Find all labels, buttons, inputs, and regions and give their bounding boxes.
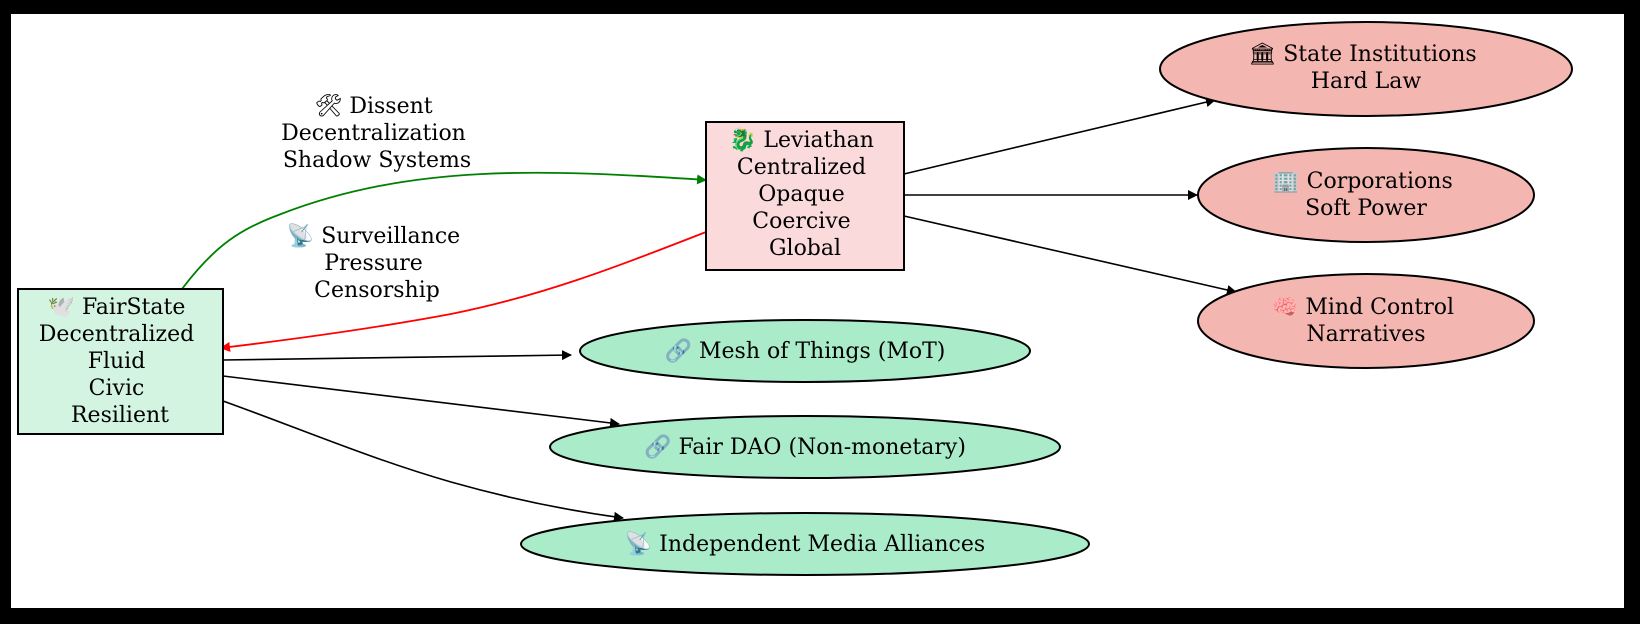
svg-text:🔗 Mesh of Things (MoT): 🔗 Mesh of Things (MoT) bbox=[665, 337, 946, 364]
edge-fairstate-mesh bbox=[222, 350, 572, 361]
edge-label-surveillance: 📡 Surveillance Pressure Censorship bbox=[287, 221, 467, 303]
edge-surveillance bbox=[220, 231, 707, 352]
diagram-canvas: 🛠 Dissent Decentralization Shadow System… bbox=[11, 14, 1624, 608]
node-mesh-of-things: 🔗 Mesh of Things (MoT) bbox=[579, 319, 1031, 383]
svg-text:🐉 Leviathan Centralized: 🐉 Leviathan Centralized Opaque Coercive … bbox=[729, 127, 881, 261]
node-leviathan: 🐉 Leviathan Centralized Opaque Coercive … bbox=[705, 121, 905, 271]
node-fair-dao: 🔗 Fair DAO (Non-monetary) bbox=[549, 415, 1061, 479]
edge-fairstate-media bbox=[222, 400, 624, 522]
edge-fairstate-fair-dao bbox=[222, 375, 620, 428]
svg-text:🔗 Fair DAO (Non-monetary): 🔗 Fair DAO (Non-monetary) bbox=[644, 433, 966, 460]
diagram-svg: 🛠 Dissent Decentralization Shadow System… bbox=[17, 21, 1573, 576]
edge-dissent bbox=[181, 171, 707, 290]
svg-text:🕊️ FairState Decentrali: 🕊️ FairState Decentralized Fluid Civic R… bbox=[39, 295, 201, 428]
node-independent-media: 📡 Independent Media Alliances bbox=[520, 512, 1090, 576]
edge-leviathan-mind-control bbox=[903, 215, 1237, 295]
node-corporations: 🏢 Corporations Soft Power bbox=[1197, 147, 1535, 243]
svg-text:📡 Independent Media Alliances: 📡 Independent Media Alliances bbox=[625, 529, 985, 557]
node-fairstate: 🕊️ FairState Decentralized Fluid Civic R… bbox=[17, 288, 224, 435]
edge-leviathan-state-institutions bbox=[903, 97, 1216, 175]
node-state-institutions: 🏛 State Institutions Hard Law bbox=[1159, 21, 1573, 117]
svg-text:🏢 Corporations Soft Pow: 🏢 Corporations Soft Power bbox=[1272, 169, 1460, 221]
node-mind-control: 🧠 Mind Control Narratives bbox=[1197, 273, 1535, 369]
edge-label-dissent: 🛠 Dissent Decentralization Shadow System… bbox=[281, 94, 473, 173]
svg-text:🏛 State Institutions Ha: 🏛 State Institutions Hard Law bbox=[1248, 42, 1483, 94]
svg-text:🧠 Mind Control Narrativ: 🧠 Mind Control Narratives bbox=[1271, 295, 1461, 347]
